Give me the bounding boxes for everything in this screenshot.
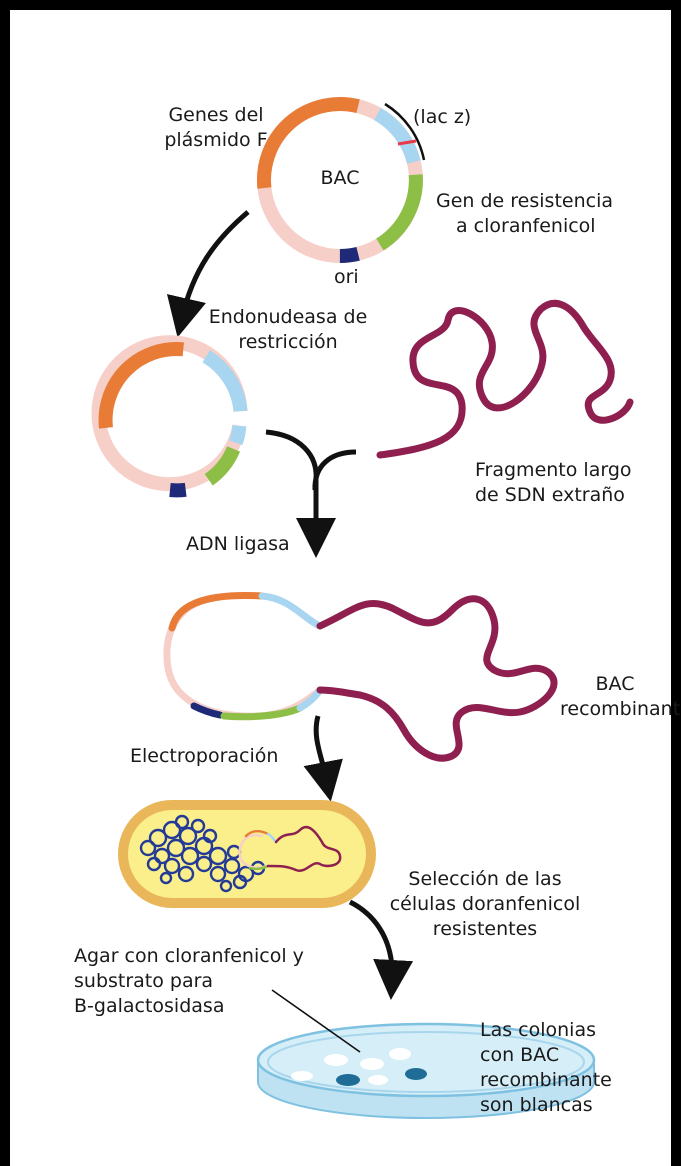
- cut-lacz-top: [206, 356, 240, 411]
- recomb-foreign-dna: [320, 599, 554, 758]
- cut-plasmid: [99, 342, 241, 490]
- bacterial-cell: [118, 800, 376, 908]
- label-bac: BAC: [300, 166, 380, 191]
- arrow-endonuclease: [182, 212, 248, 318]
- foreign-dna-fragment: [380, 303, 630, 455]
- recombinant-bac: [167, 595, 554, 758]
- recomb-lacz-top: [262, 596, 320, 626]
- lacz-segment: [378, 114, 414, 162]
- arrow-ligase-left: [266, 432, 316, 480]
- colony-white: [291, 1071, 313, 1081]
- resistance-segment: [380, 175, 416, 245]
- colony-blue: [405, 1068, 427, 1080]
- colony-blue: [336, 1074, 360, 1086]
- arrow-ligase-right: [315, 452, 356, 490]
- colony-white: [389, 1048, 411, 1060]
- colony-white: [368, 1075, 388, 1085]
- label-ori: ori: [334, 265, 359, 290]
- colony-white: [324, 1054, 348, 1066]
- colony-white: [360, 1058, 384, 1070]
- label-electroporation: Electroporación: [130, 744, 278, 769]
- label-lacz: (lac z): [413, 105, 471, 130]
- ori-segment: [340, 254, 358, 256]
- recomb-ring-pink: [167, 598, 320, 716]
- cell-cytoplasm: [128, 810, 366, 898]
- arrow-electroporation: [316, 716, 327, 782]
- cut-lacz-bottom: [236, 426, 240, 443]
- label-dna-ligase: ADN ligasa: [186, 532, 290, 557]
- cut-ori: [170, 490, 186, 491]
- recomb-f-genes: [172, 595, 262, 628]
